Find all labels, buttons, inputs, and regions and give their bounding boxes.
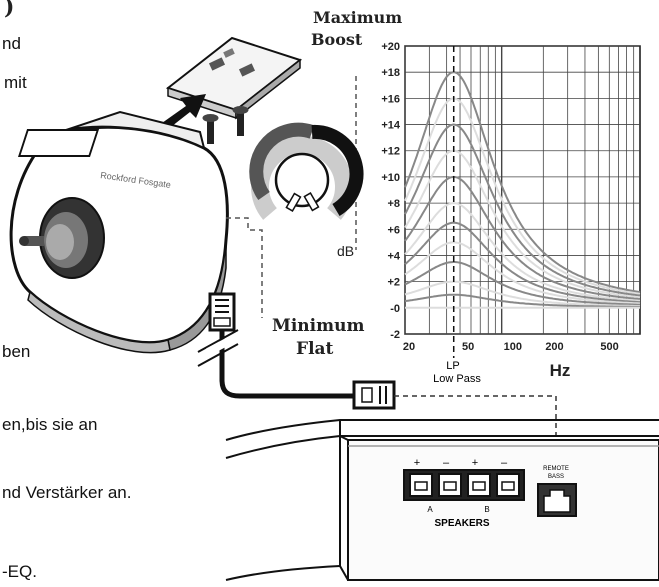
mounting-bracket xyxy=(165,36,303,120)
boost-label: Boost xyxy=(311,30,363,49)
y-tick-label: -2 xyxy=(390,329,400,341)
chart-curves xyxy=(404,71,641,309)
speaker-sign-2: – xyxy=(443,457,450,469)
channel-a-label: A xyxy=(427,505,433,514)
channel-b-label: B xyxy=(484,505,489,514)
y-tick-label: +20 xyxy=(381,41,400,53)
cable-connector-top xyxy=(208,292,236,332)
response-curve xyxy=(404,97,641,295)
remote-bass-port xyxy=(537,483,577,517)
x-tick-label: 20 xyxy=(403,341,415,353)
bass-label: BASS xyxy=(548,474,564,480)
response-curve xyxy=(404,202,641,302)
maximum-label: Maximum xyxy=(313,8,403,27)
speaker-sign-4: – xyxy=(501,457,508,469)
y-tick-label: +16 xyxy=(381,93,400,105)
lp-label: LP xyxy=(446,360,459,372)
hz-axis-label: Hz xyxy=(550,361,571,380)
chart-x-ticks: 20 50 100 200 500 xyxy=(403,341,619,353)
top-paren: ) xyxy=(4,0,15,20)
y-tick-label: +4 xyxy=(387,250,400,262)
response-curve xyxy=(404,175,641,301)
db-label: dB xyxy=(337,243,355,259)
speaker-sign-1: + xyxy=(414,457,420,469)
remote-label: REMOTE xyxy=(543,466,569,472)
screws xyxy=(202,106,249,144)
y-tick-label: +18 xyxy=(381,67,400,79)
response-curve xyxy=(404,261,641,306)
response-curve xyxy=(404,293,640,308)
response-curve xyxy=(404,123,641,297)
response-curve xyxy=(404,71,641,294)
y-tick-label: +2 xyxy=(387,277,400,289)
y-tick-label: -0 xyxy=(390,303,400,315)
x-tick-label: 500 xyxy=(600,341,618,353)
chart-y-ticks: +20 +18 +16 +14 +12 +10 +8 +6 +4 +2 -0 -2 xyxy=(381,41,401,341)
y-tick-label: +12 xyxy=(381,146,400,158)
speakers-label: SPEAKERS xyxy=(434,518,489,529)
y-tick-label: +6 xyxy=(387,224,400,236)
amplifier xyxy=(225,419,659,581)
response-curve xyxy=(404,149,641,299)
text-fragment-ben: ben xyxy=(2,342,31,361)
y-tick-label: +10 xyxy=(381,172,400,184)
low-pass-label: Low Pass xyxy=(433,373,481,385)
speaker-sign-3: + xyxy=(472,457,478,469)
remote-control-unit xyxy=(9,110,229,354)
y-tick-label: +14 xyxy=(381,120,401,132)
text-fragment-nd: nd xyxy=(2,34,21,53)
response-curve xyxy=(404,241,641,305)
text-fragment-verstaerker: nd Verstärker an. xyxy=(2,483,132,502)
cable-connector-bottom xyxy=(352,380,396,410)
flat-label: Flat xyxy=(296,339,334,359)
cable-break-mark xyxy=(197,329,239,367)
response-curve xyxy=(404,280,641,308)
response-curve xyxy=(404,221,640,304)
text-fragment-eq: -EQ. xyxy=(2,562,37,581)
speaker-terminals xyxy=(403,469,525,501)
knob-dial xyxy=(249,122,364,220)
cable xyxy=(219,330,354,399)
y-tick-label: +8 xyxy=(387,198,400,210)
text-fragment-bis: en,bis sie an xyxy=(2,415,98,434)
x-tick-label: 50 xyxy=(462,341,474,353)
minimum-label: Minimum xyxy=(272,316,365,336)
x-tick-label: 200 xyxy=(545,341,563,353)
x-tick-label: 100 xyxy=(504,341,522,353)
text-fragment-mit: mit xyxy=(4,73,27,92)
